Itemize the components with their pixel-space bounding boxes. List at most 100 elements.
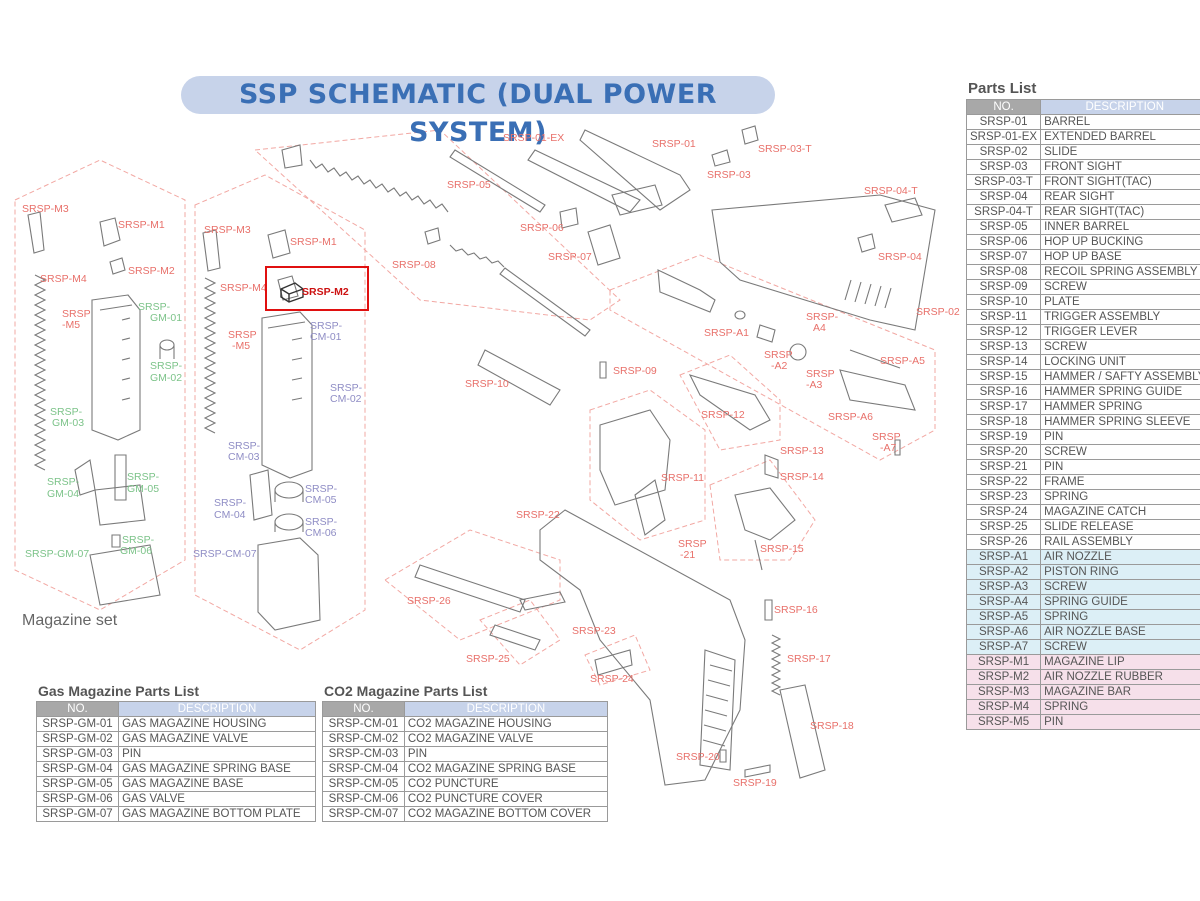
callout-label: SRSP-01	[652, 138, 696, 150]
part-description: TRIGGER LEVER	[1040, 324, 1200, 340]
magazine-co2-dash-box	[194, 174, 366, 651]
callout-label: SRSP-M1	[118, 219, 165, 231]
callout-label: SRSP-12	[701, 409, 745, 421]
callout-label: GM-06	[120, 545, 153, 557]
slide-dash-box	[253, 129, 621, 321]
part-description: HAMMER / SAFTY ASSEMBLY	[1040, 369, 1200, 385]
part-description: PIN	[118, 746, 316, 762]
part-description: PIN	[1040, 429, 1200, 445]
part-description: FRONT SIGHT	[1040, 159, 1200, 175]
callout-label: SRSP-10	[465, 378, 509, 390]
part-number: SRSP-M4	[965, 699, 1042, 715]
callout-label: SRSP-20	[676, 751, 720, 763]
part-description: EXTENDED BARREL	[1040, 129, 1200, 145]
schematic-title: SSP SCHEMATIC (DUAL POWER SYSTEM)	[181, 76, 775, 148]
part-number: SRSP-16	[965, 384, 1042, 400]
part-number: SRSP-03	[965, 159, 1042, 175]
part-number: SRSP-A3	[965, 579, 1042, 595]
callout-label: SRSP-13	[780, 445, 824, 457]
callout-label: SRSP	[678, 538, 707, 550]
part-number: SRSP-CM-04	[322, 761, 405, 777]
part-number: SRSP-23	[965, 489, 1042, 505]
callout-label: SRSP-	[228, 440, 261, 452]
part-number: SRSP-04	[965, 189, 1042, 205]
part-number: SRSP-07	[965, 249, 1042, 265]
callout-label: SRSP-	[50, 406, 83, 418]
callout-label: SRSP-23	[572, 625, 616, 637]
part-description: PISTON RING	[1040, 564, 1200, 580]
callout-label: SRSP-14	[780, 471, 824, 483]
frame-shape	[539, 509, 746, 786]
release-dash-box	[479, 599, 561, 666]
part-description: MAGAZINE CATCH	[1040, 504, 1200, 520]
part-number: SRSP-CM-07	[322, 806, 405, 822]
lever-dash-box	[679, 354, 781, 451]
part-description: GAS MAGAZINE BOTTOM PLATE	[118, 806, 316, 822]
callout-label: SRSP-25	[466, 653, 510, 665]
part-description: FRAME	[1040, 474, 1200, 490]
callout-label: SRSP-04-T	[864, 185, 918, 197]
callout-label: -21	[680, 549, 696, 561]
part-description: MAGAZINE BAR	[1040, 684, 1200, 700]
gm-spring-shape	[33, 274, 47, 471]
gas-list-title: Gas Magazine Parts List	[38, 683, 200, 699]
callout-label: SRSP	[806, 368, 835, 380]
part-description: TRIGGER ASSEMBLY	[1040, 309, 1200, 325]
callout-label: SRSP-08	[392, 259, 436, 271]
catch-dash-box	[584, 634, 651, 686]
part-number: SRSP-CM-03	[322, 746, 405, 762]
recoil-spring-shape	[309, 159, 449, 213]
callout-label: SRSP-	[47, 476, 80, 488]
part-number: SRSP-11	[965, 309, 1042, 325]
callout-label: GM-04	[47, 488, 80, 500]
callout-label: SRSP-M3	[204, 224, 251, 236]
part-description: SCREW	[1040, 639, 1200, 655]
part-description: SCREW	[1040, 444, 1200, 460]
callout-label: SRSP-22	[516, 509, 560, 521]
part-description: SPRING	[1040, 489, 1200, 505]
part-number: SRSP-01-EX	[965, 129, 1042, 145]
part-number: SRSP-02	[965, 144, 1042, 160]
callout-label: -M5	[232, 340, 251, 352]
part-number: SRSP-25	[965, 519, 1042, 535]
part-number: SRSP-10	[965, 294, 1042, 310]
part-number: SRSP-05	[965, 219, 1042, 235]
callout-label: CM-02	[330, 393, 362, 405]
callout-label: CM-05	[305, 494, 337, 506]
part-description: GAS VALVE	[118, 791, 316, 807]
col-description: DESCRIPTION	[403, 701, 609, 717]
part-description: SLIDE	[1040, 144, 1200, 160]
hammer-dash-box	[709, 459, 816, 561]
callout-label: CM-06	[305, 527, 337, 539]
part-number: SRSP-13	[965, 339, 1042, 355]
part-description: HAMMER SPRING GUIDE	[1040, 384, 1200, 400]
part-description: CO2 MAGAZINE VALVE	[403, 731, 609, 747]
col-description: DESCRIPTION	[118, 701, 316, 717]
part-number: SRSP-21	[965, 459, 1042, 475]
inner-barrel-shape	[449, 149, 546, 213]
